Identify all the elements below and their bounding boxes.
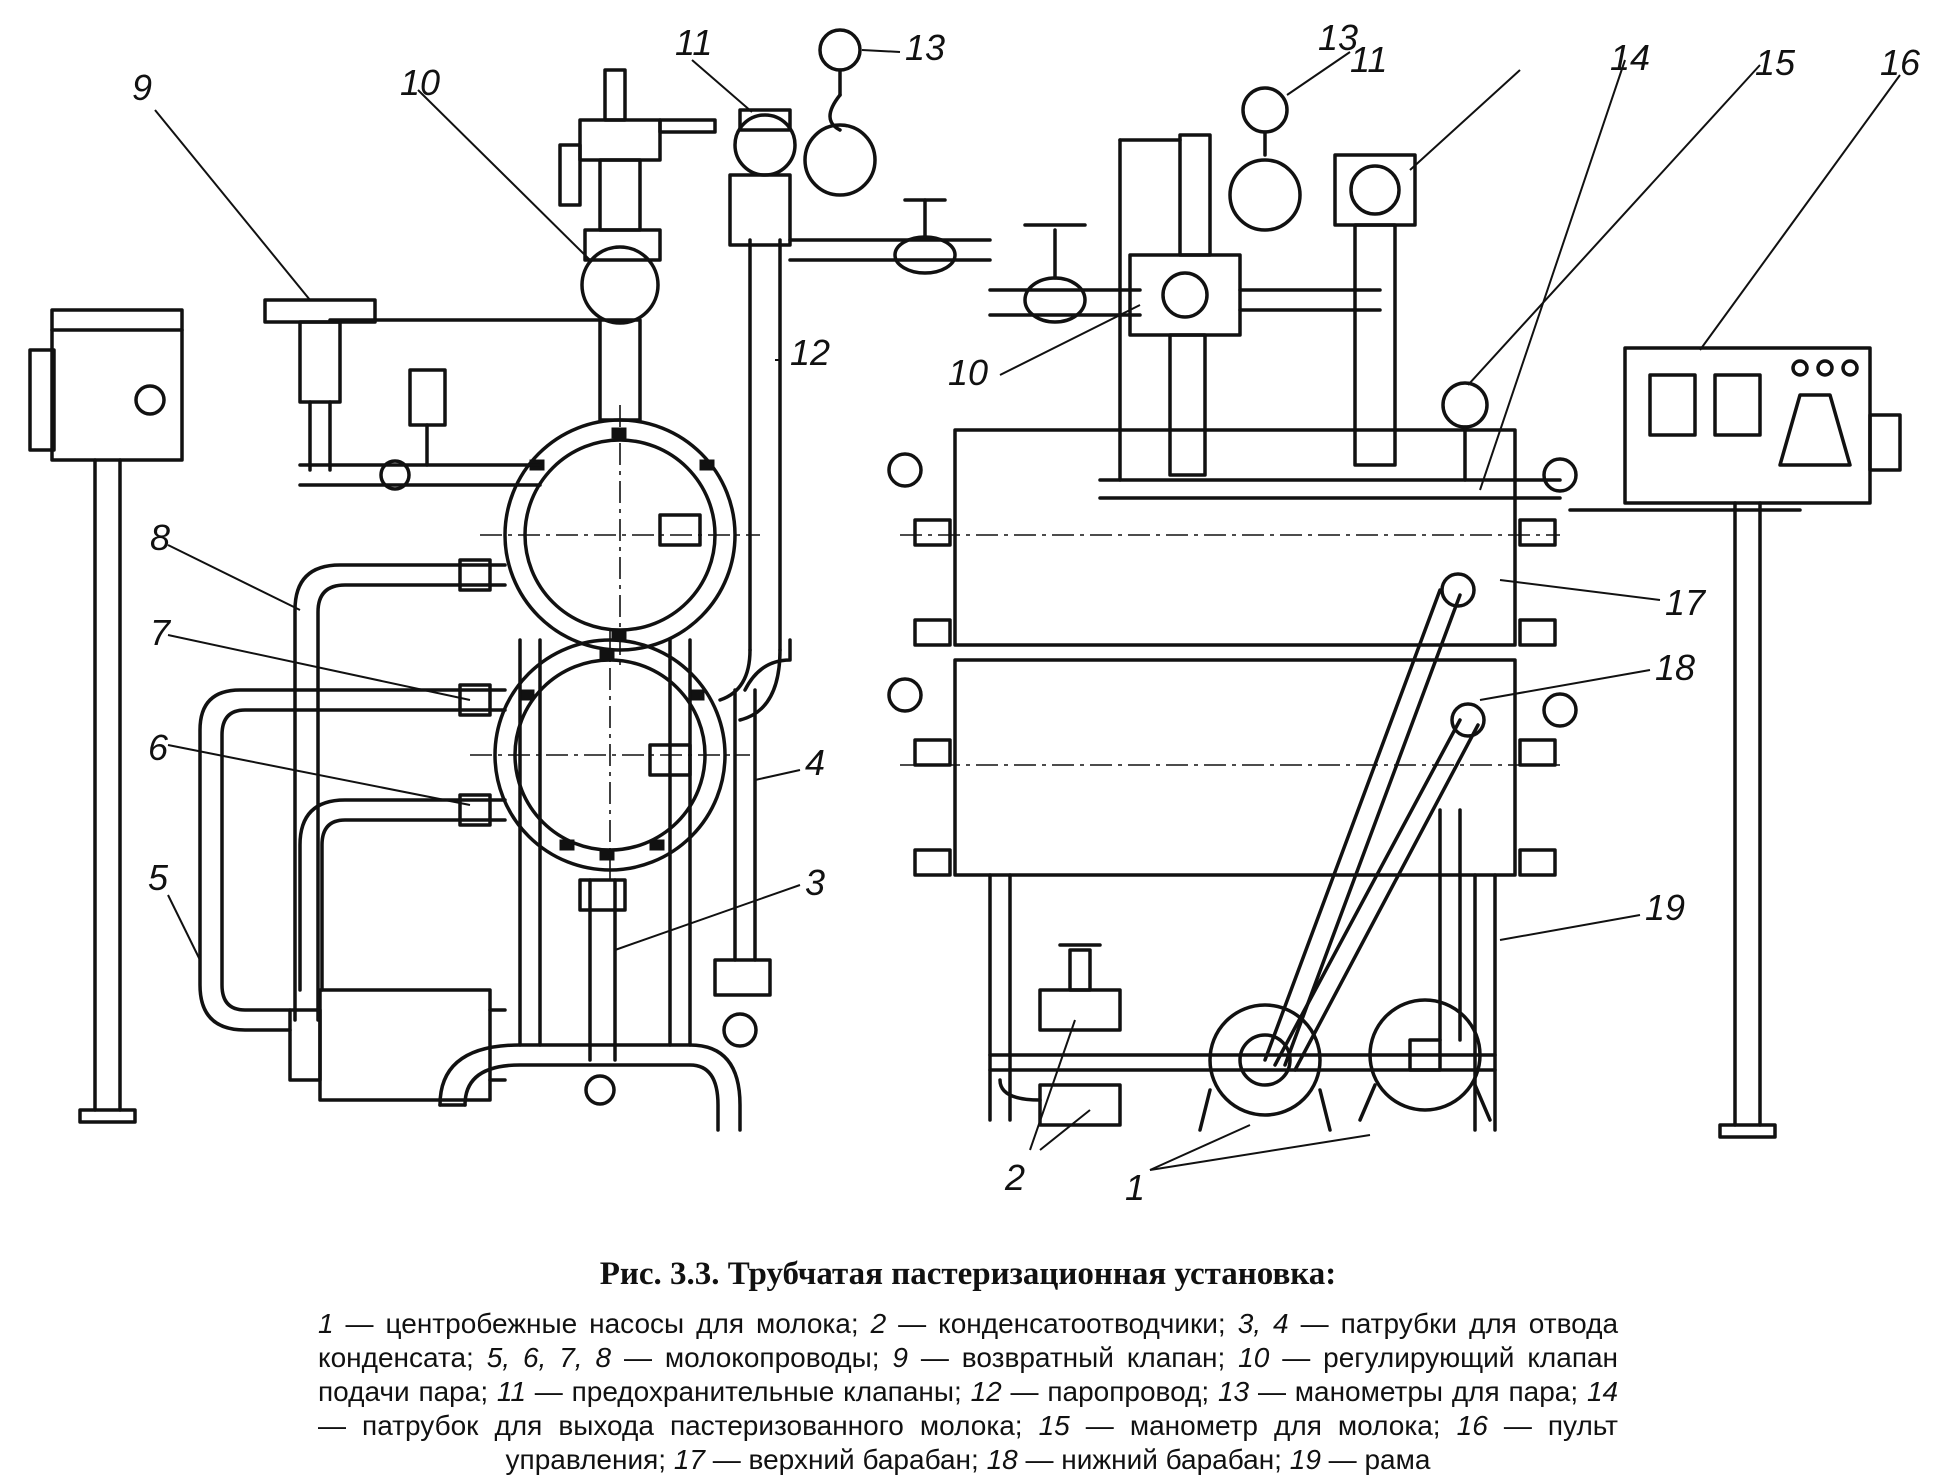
legend-text: нижний барабан; <box>1061 1444 1282 1475</box>
legend-number: 16 <box>1456 1410 1488 1441</box>
caption-title: Рис. 3.3. Трубчатая пастеризационная уст… <box>599 1256 1337 1292</box>
figure-caption: Рис. 3.3. Трубчатая пастеризационная уст… <box>0 1240 1936 1477</box>
legend-text: манометр для молока; <box>1129 1410 1441 1441</box>
callout-9: 9 <box>132 67 152 108</box>
legend-item: 19 — рама <box>1289 1444 1431 1475</box>
callout-8: 8 <box>150 517 170 558</box>
legend-number: 2 <box>870 1308 887 1339</box>
callout-lines <box>154 49 1901 1171</box>
legend-text: патрубок для выхода пастеризованного мол… <box>362 1410 1023 1441</box>
legend-text: паропровод; <box>1047 1376 1210 1407</box>
legend-text: конденсатоотводчики; <box>938 1308 1226 1339</box>
legend-number: 19 <box>1289 1444 1321 1475</box>
legend-text: предохранительные клапаны; <box>571 1376 962 1407</box>
upper-left-drum <box>480 405 760 665</box>
legend-number: 17 <box>673 1444 705 1475</box>
legend-text: молокопроводы; <box>664 1342 880 1373</box>
legend-item: 15 — манометр для молока; <box>1038 1410 1441 1441</box>
condensate-pipe-4 <box>713 638 792 1048</box>
legend-item: 16 — пульт управления; <box>505 1410 1618 1475</box>
legend-number: 9 <box>892 1342 908 1373</box>
left-stand <box>28 308 184 1124</box>
legend-number: 11 <box>496 1376 526 1407</box>
return-valve-9 <box>263 298 602 491</box>
left-valve-stack <box>558 28 877 422</box>
legend-number: 14 <box>1586 1376 1619 1407</box>
callout-2: 2 <box>1004 1157 1025 1198</box>
legend-text: верхний барабан; <box>748 1444 979 1475</box>
legend-number: 1 <box>318 1308 334 1339</box>
legend-item: 17 — верхний барабан; <box>673 1444 979 1475</box>
legend-item: 18 — нижний барабан; <box>986 1444 1282 1475</box>
legend-item: 11 — предохранительные клапаны; <box>496 1376 962 1407</box>
callout-11-left: 11 <box>675 22 712 63</box>
callout-12: 12 <box>790 332 830 373</box>
callout-17: 17 <box>1665 582 1707 623</box>
legend-text: возвратный клапан; <box>961 1342 1226 1373</box>
legend-number: 15 <box>1038 1410 1070 1441</box>
legend-item: 12 — паропровод; <box>970 1376 1210 1407</box>
legend-text: патрубки для отвода конденсата; <box>318 1308 1619 1373</box>
legend-number: 3, 4 <box>1237 1308 1289 1339</box>
callout-1: 1 <box>1125 1167 1145 1208</box>
callout-10-right: 10 <box>948 352 988 393</box>
callout-6: 6 <box>148 727 169 768</box>
milk-lines <box>198 558 507 1032</box>
upper-right-drum <box>900 428 1560 647</box>
callout-5: 5 <box>148 857 169 898</box>
condensate-traps-2 <box>998 943 1122 1127</box>
control-panel-16 <box>1568 346 1902 1139</box>
milk-pumps-1 <box>1198 998 1492 1132</box>
callout-19: 19 <box>1645 887 1685 928</box>
legend-text: рама <box>1364 1444 1431 1475</box>
callout-16: 16 <box>1880 42 1921 83</box>
legend-number: 18 <box>986 1444 1018 1475</box>
lower-right-drum <box>900 658 1560 877</box>
legend-item: 9 — возвратный клапан; <box>892 1342 1226 1373</box>
legend-text: центробежные насосы для молока; <box>385 1308 859 1339</box>
legend-item: 1 — центробежные насосы для молока; <box>318 1308 859 1339</box>
callout-14: 14 <box>1610 37 1650 78</box>
left-motor <box>288 988 507 1102</box>
legend-number: 5, 6, 7, 8 <box>486 1342 612 1373</box>
caption-legend: 1 — центробежные насосы для молока; 2 — … <box>318 1307 1618 1477</box>
drum-end-fittings <box>887 452 1578 877</box>
legend-number: 10 <box>1238 1342 1270 1373</box>
legend-item: 10 — регулирующий клапан подачи пара; <box>318 1342 1619 1407</box>
callout-numbers: 9 10 10 11 11 12 13 13 14 15 16 17 18 19… <box>132 17 1921 1208</box>
legend-number: 12 <box>970 1376 1002 1407</box>
frame-19 <box>988 873 1497 1132</box>
legend-text: регулирующий клапан подачи пара; <box>318 1342 1619 1407</box>
legend-item: 13 — манометры для пара; <box>1217 1376 1579 1407</box>
left-frame <box>438 638 742 1132</box>
callout-3: 3 <box>805 862 825 903</box>
callout-7: 7 <box>150 612 172 653</box>
legend-item: 5, 6, 7, 8 — молокопроводы; <box>486 1342 880 1373</box>
callout-4: 4 <box>805 742 825 783</box>
callout-15: 15 <box>1755 42 1796 83</box>
steam-pipe-12 <box>718 173 992 722</box>
legend-item: 2 — конденсатоотводчики; <box>870 1308 1226 1339</box>
lower-left-drum <box>470 630 750 880</box>
callout-11-right: 11 <box>1350 39 1387 80</box>
legend-item: 14 — патрубок для выхода пастеризованног… <box>318 1376 1619 1441</box>
callout-13-left: 13 <box>905 27 945 68</box>
condensate-pipe-3 <box>578 878 627 1106</box>
callout-18: 18 <box>1655 647 1695 688</box>
legend-item: 3, 4 — патрубки для отвода конденсата; <box>318 1308 1619 1373</box>
legend-text: манометры для пара; <box>1294 1376 1579 1407</box>
callout-13-right: 13 <box>1318 17 1358 58</box>
pump-pipes <box>1263 572 1486 1072</box>
drum-bolts <box>519 427 715 861</box>
right-valve-stack <box>988 86 1417 482</box>
legend-number: 13 <box>1217 1376 1250 1407</box>
callout-10-left: 10 <box>400 62 440 103</box>
legend-text: пульт управления; <box>505 1410 1618 1475</box>
pasteurizer-diagram: 9 10 10 11 11 12 13 13 14 15 16 17 18 19… <box>28 17 1921 1208</box>
